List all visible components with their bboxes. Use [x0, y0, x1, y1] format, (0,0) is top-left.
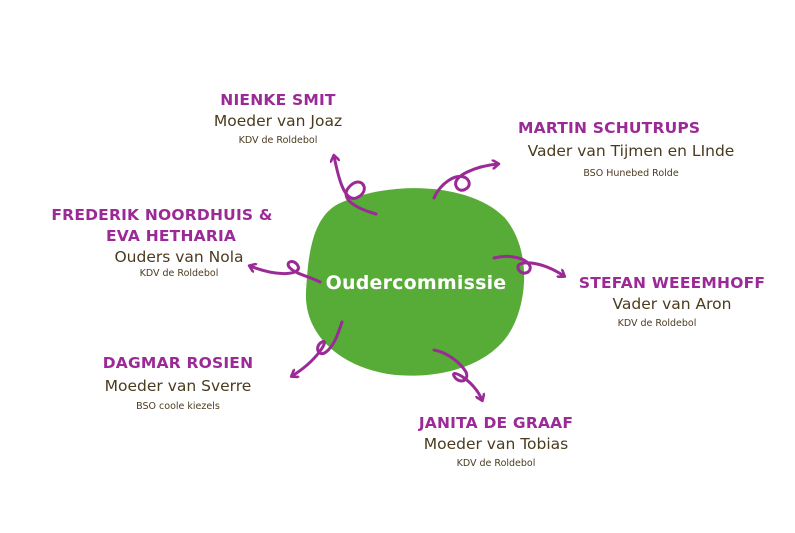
member-name-line1: FREDERIK NOORDHUIS &: [51, 206, 273, 224]
member-group: KDV de Roldebol: [456, 458, 536, 469]
member-name: MARTIN SCHUTRUPS: [518, 119, 701, 137]
member-role: Moeder van Tobias: [423, 435, 569, 453]
member-stefan-weeemhoff: STEFAN WEEEMHOFF Vader van Aron KDV de R…: [572, 273, 772, 331]
center-title: Oudercommissie: [325, 272, 507, 294]
member-martin-schutrups: MARTIN SCHUTRUPS Vader van Tijmen en LIn…: [506, 118, 756, 181]
member-role: Moeder van Joaz: [213, 112, 343, 130]
member-group: BSO coole kiezels: [136, 401, 220, 412]
member-name: STEFAN WEEEMHOFF: [578, 274, 766, 292]
member-role: Moeder van Sverre: [104, 377, 252, 395]
member-group: KDV de Roldebol: [617, 318, 697, 329]
arrow-to-martin-schutrups: [432, 164, 498, 200]
member-janita-de-graaf: JANITA DE GRAAF Moeder van Tobias KDV de…: [404, 413, 588, 471]
arrow-to-frederik-eva: [250, 260, 322, 284]
member-name: NIENKE SMIT: [220, 91, 336, 109]
member-name: DAGMAR ROSIEN: [102, 354, 254, 372]
member-group: BSO Hunebed Rolde: [583, 168, 679, 179]
member-group: KDV de Roldebol: [238, 135, 318, 146]
member-group: KDV de Roldebol: [139, 268, 219, 279]
member-nienke-smit: NIENKE SMIT Moeder van Joaz KDV de Rolde…: [200, 90, 356, 148]
member-name-line2: EVA HETHARIA: [106, 227, 237, 245]
arrow-to-nienke-smit: [334, 156, 378, 216]
center-blob: [305, 188, 525, 376]
member-name: JANITA DE GRAAF: [418, 414, 574, 432]
member-role: Ouders van Nola: [114, 248, 244, 266]
arrow-to-janita-de-graaf: [432, 348, 482, 400]
arrow-to-dagmar-rosien: [292, 320, 344, 376]
member-frederik-eva: FREDERIK NOORDHUIS & EVA HETHARIA Ouders…: [42, 205, 282, 281]
member-dagmar-rosien: DAGMAR ROSIEN Moeder van Sverre BSO cool…: [92, 353, 264, 414]
arrow-to-stefan-weeemhoff: [492, 254, 564, 276]
member-role: Vader van Tijmen en LInde: [527, 142, 735, 160]
member-role: Vader van Aron: [612, 295, 732, 313]
